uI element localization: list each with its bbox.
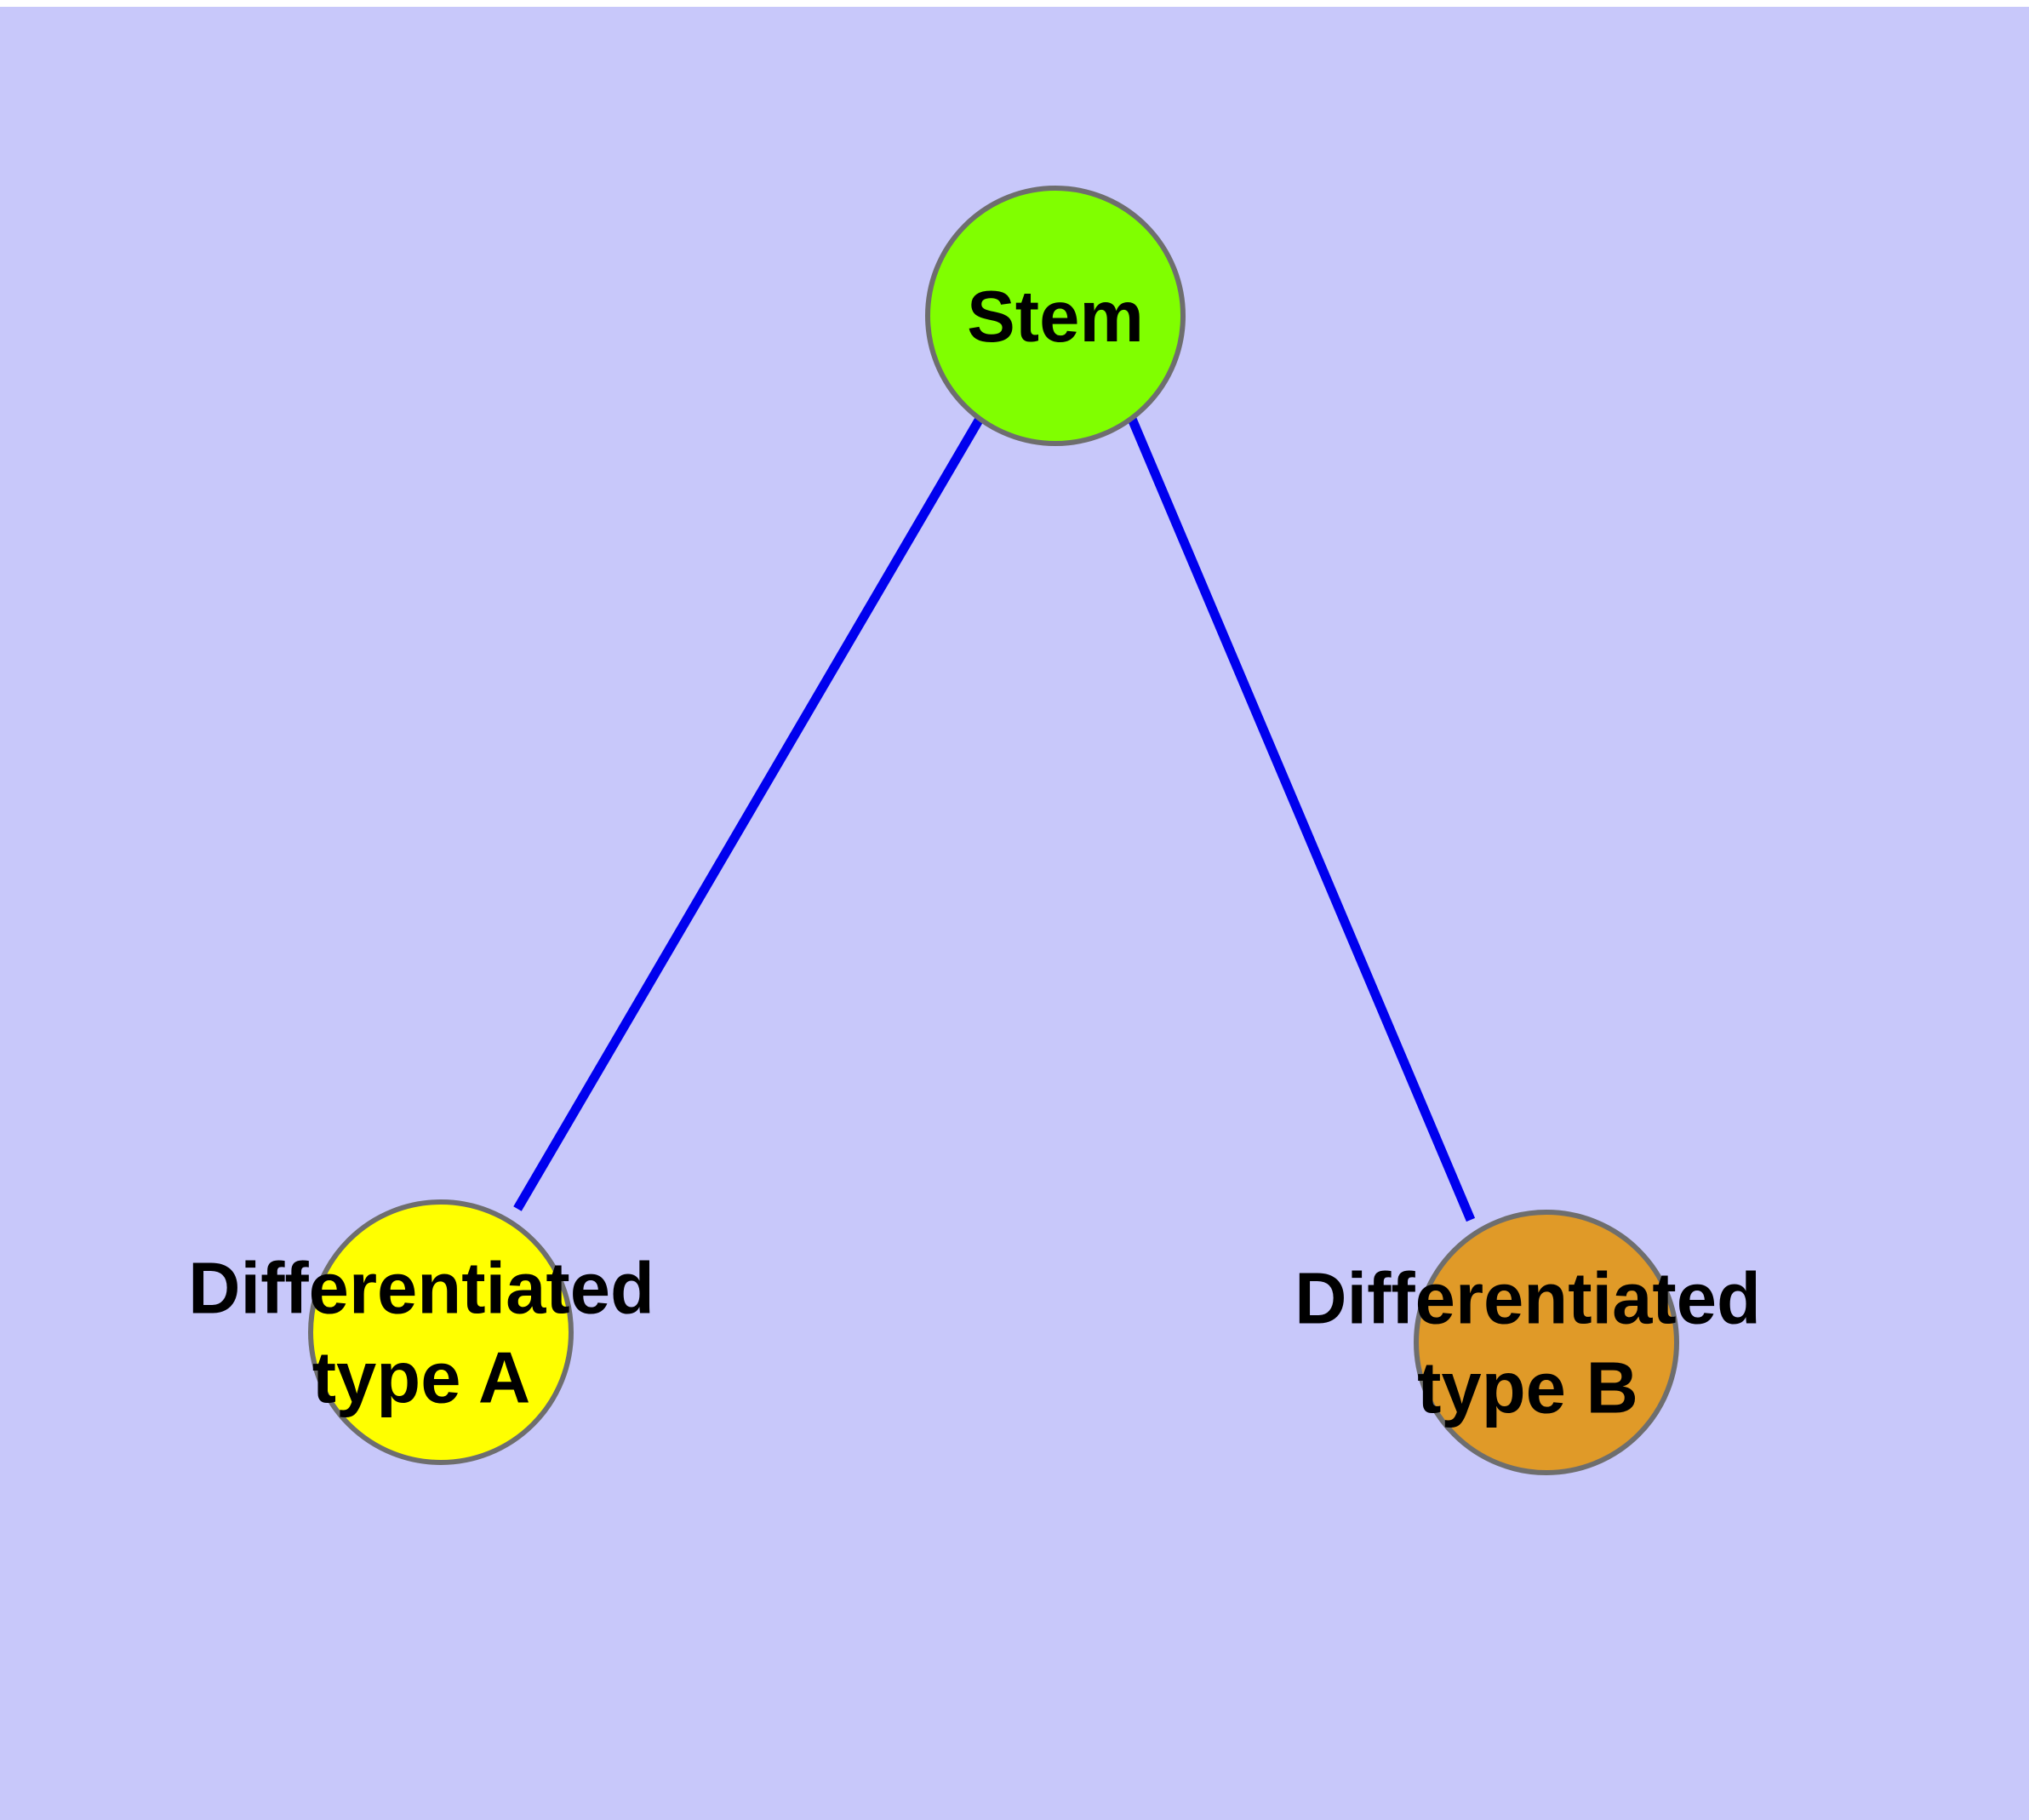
nodes-group	[308, 186, 1679, 1475]
edges-group	[513, 416, 1476, 1222]
edge-stem-to-differentiated-type-a[interactable]	[513, 416, 984, 1211]
node-label-stem: Stem	[967, 277, 1144, 358]
edge-stem-to-differentiated-type-b[interactable]	[1127, 416, 1476, 1222]
node-differentiated-type-b[interactable]	[1414, 1210, 1679, 1475]
node-differentiated-type-a[interactable]	[308, 1199, 574, 1465]
node-stem[interactable]	[925, 186, 1186, 446]
